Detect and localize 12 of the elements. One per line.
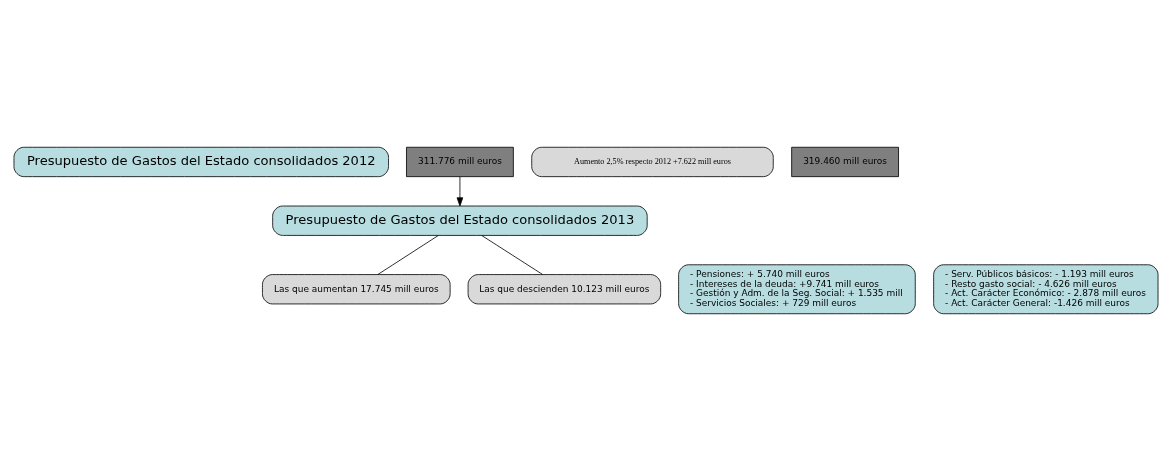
node-box: Las que aumentan 17.745 mill euros	[262, 274, 451, 305]
node-box: - Pensiones: + 5.740 mill euros - Intereses de la deuda: +9.741 mill euros - Gestión y Adm. de la Seg. Social: + 1.535 mill - Servicios Sociales: + 729 mill euros	[678, 264, 916, 315]
node-box: Presupuesto de Gastos del Estado consolidados 2013	[272, 205, 648, 236]
node-box: Presupuesto de Gastos del Estado consolidados 2012	[13, 146, 389, 178]
node-box: 319.460 mill euros	[791, 146, 899, 178]
arrow	[456, 176, 464, 207]
connector	[481, 235, 543, 275]
node-box: Las que descienden 10.123 mill euros	[467, 274, 662, 305]
node-box: Aumento 2,5% respecto 2012 +7.622 mill euros	[531, 146, 774, 178]
node-box: - Serv. Públicos básicos: - 1.193 mill euros - Resto gasto social: - 4.626 mill euros - Act. Carácter Económico: - 2.878 mill euros - Act. Carácter General: -1.426 mill euros	[933, 264, 1159, 315]
node-box: 311.776 mill euros	[406, 146, 514, 178]
connector	[377, 235, 439, 275]
